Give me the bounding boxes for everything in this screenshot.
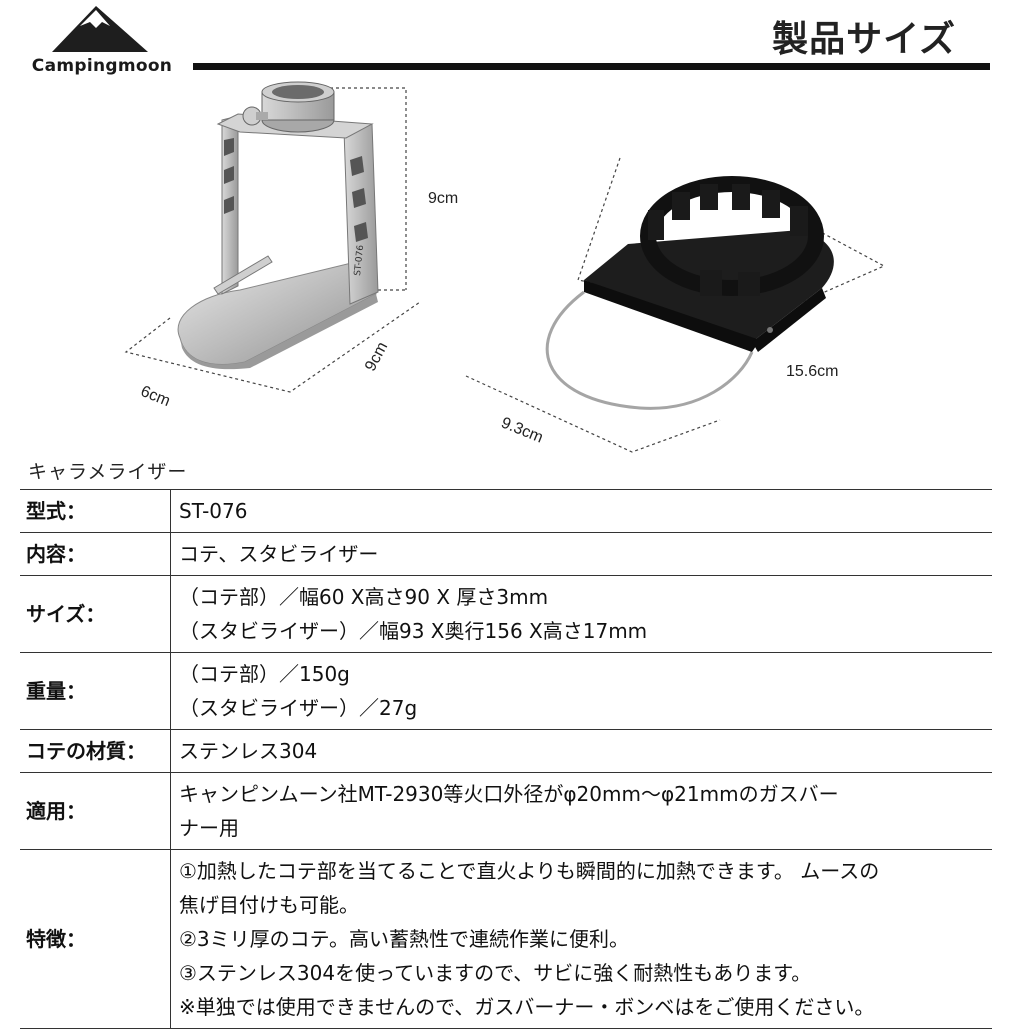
spec-key: コテの材質： [20,729,171,773]
spec-value-line: 焦げ目付けも可能。 [179,893,359,917]
spec-value-line: （コテ部）／幅60 X高さ90 X 厚さ3mm [179,585,549,609]
dim-stabilizer-length: 15.6cm [786,363,839,380]
spec-value: （コテ部）／150g （スタビライザー）／27g [170,652,992,730]
spec-value-line: ST-076 [179,499,248,523]
spec-value-line: （スタビライザー）／27g [179,696,418,720]
spec-value: ステンレス304 [170,729,992,773]
mountain-logo-icon [52,6,148,52]
iron-drawing: ST-076 [124,81,421,393]
spec-key: 重量： [20,652,171,730]
spec-value-line: ※単独では使用できませんので、ガスバーナー・ボンベはをご使用ください。 [179,995,875,1019]
spec-value-line: ステンレス304 [179,739,318,763]
page-title: 製品サイズ [772,19,956,60]
brand-name: Campingmoon [31,56,173,76]
product-name: キャラメライザー [28,461,188,483]
spec-value-line: ③ステンレス304を使っていますので、サビに強く耐熱性もあります。 [179,961,812,985]
stabilizer-drawing [465,157,886,453]
spec-value: ST-076 [170,489,992,533]
spec-key: サイズ： [20,575,171,653]
dim-iron-height: 9cm [428,190,459,207]
iron-engraving: ST-076 [353,244,366,276]
spec-row: サイズ： （コテ部）／幅60 X高さ90 X 厚さ3mm （スタビライザー）／幅93… [20,575,992,653]
spec-value: コテ、スタビライザー [170,532,992,576]
spec-row: 型式： ST-076 [20,489,992,533]
spec-row: 重量： （コテ部）／150g （スタビライザー）／27g [20,652,992,730]
spec-key: 内容： [20,532,171,576]
spec-key: 特徴： [20,849,171,1029]
header: Campingmoon 製品サイズ [0,0,1024,80]
spec-value-line: コテ、スタビライザー [179,542,379,566]
spec-value-line: ②3ミリ厚のコテ。高い蓄熱性で連続作業に便利。 [179,927,630,951]
spec-value: （コテ部）／幅60 X高さ90 X 厚さ3mm （スタビライザー）／幅93 X奥行… [170,575,992,653]
spec-key: 型式： [20,489,171,533]
spec-row: コテの材質： ステンレス304 [20,729,992,773]
spec-row: 適用：キャンピンムーン社MT-2930等火口外径がφ20mm～φ21mmのガスバ… [20,772,992,850]
spec-value-line: （スタビライザー）／幅93 X奥行156 X高さ17mm [179,619,648,643]
spec-row: 内容： コテ、スタビライザー [20,532,992,576]
header-rule [193,63,990,70]
spec-value-line: ナー用 [179,816,239,840]
brand-logo: Campingmoon [22,4,182,80]
spec-key: 適用： [20,772,171,850]
spec-row: 特徴：①加熱したコテ部を当てることで直火よりも瞬間的に加熱できます。 ムースの焦… [20,849,992,1029]
spec-value: ①加熱したコテ部を当てることで直火よりも瞬間的に加熱できます。 ムースの焦げ目付… [170,849,992,1029]
spec-value-line: （コテ部）／150g [179,662,350,686]
product-illustration: ST-076 [124,81,886,453]
spec-value-line: ①加熱したコテ部を当てることで直火よりも瞬間的に加熱できます。 ムースの [179,859,880,883]
spec-value-line: キャンピンムーン社MT-2930等火口外径がφ20mm～φ21mmのガスバー [179,782,839,806]
product-figure: ST-076 [0,80,1024,460]
spec-value: キャンピンムーン社MT-2930等火口外径がφ20mm～φ21mmのガスバーナー… [170,772,992,850]
